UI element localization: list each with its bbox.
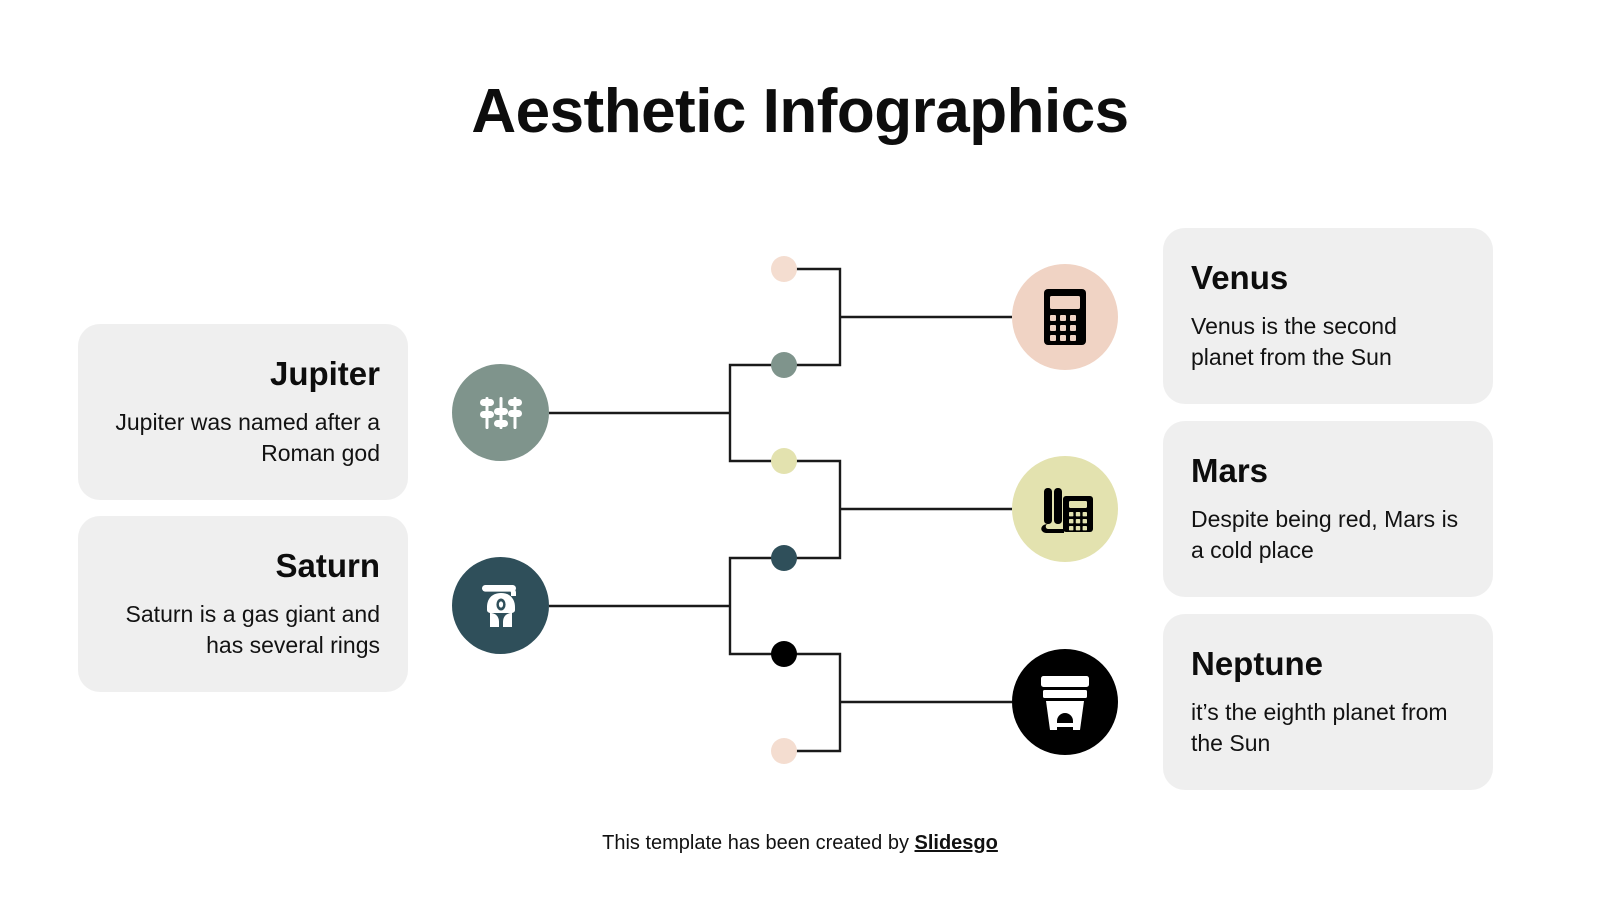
footer-text: This template has been created by xyxy=(602,832,915,854)
desk-phone-icon xyxy=(1035,480,1095,538)
card-body-neptune: it’s the eighth planet from the Sun xyxy=(1191,699,1448,756)
card-venus[interactable]: Venus Venus is the second planet from th… xyxy=(1163,228,1493,404)
card-title-mars: Mars xyxy=(1191,452,1269,490)
icon-circle-saturn[interactable] xyxy=(452,557,549,654)
icon-circle-venus[interactable] xyxy=(1012,264,1118,370)
coffee-machine-icon xyxy=(1037,673,1093,731)
card-title-venus: Venus xyxy=(1191,259,1289,297)
slidesgo-link[interactable]: Slidesgo xyxy=(914,832,998,854)
card-mars[interactable]: Mars Despite being red, Mars is a cold p… xyxy=(1163,421,1493,597)
card-title-saturn: Saturn xyxy=(275,547,380,585)
connector-dot-deep-teal xyxy=(771,545,797,571)
card-neptune[interactable]: Neptune it’s the eighth planet from the … xyxy=(1163,614,1493,790)
icon-circle-mars[interactable] xyxy=(1012,456,1118,562)
equalizer-sliders-icon xyxy=(475,387,527,439)
card-body-saturn: Saturn is a gas giant and has several ri… xyxy=(125,601,380,658)
calculator-icon xyxy=(1039,287,1091,347)
scooter-icon xyxy=(474,579,528,633)
card-saturn[interactable]: Saturn Saturn is a gas giant and has sev… xyxy=(78,516,408,692)
card-body-venus: Venus is the second planet from the Sun xyxy=(1191,313,1397,370)
icon-circle-jupiter[interactable] xyxy=(452,364,549,461)
connector-dot-blush-bottom xyxy=(771,738,797,764)
connector-dot-sage xyxy=(771,352,797,378)
connector-dot-black xyxy=(771,641,797,667)
footer: This template has been created by Slides… xyxy=(0,832,1600,855)
card-title-neptune: Neptune xyxy=(1191,645,1323,683)
connector-dot-blush-top xyxy=(771,256,797,282)
connector-dot-khaki xyxy=(771,448,797,474)
page-title: Aesthetic Infographics xyxy=(471,77,1129,146)
card-jupiter[interactable]: Jupiter Jupiter was named after a Roman … xyxy=(78,324,408,500)
icon-circle-neptune[interactable] xyxy=(1012,649,1118,755)
card-title-jupiter: Jupiter xyxy=(269,355,380,393)
card-body-mars: Despite being red, Mars is a cold place xyxy=(1191,506,1459,563)
card-body-jupiter: Jupiter was named after a Roman god xyxy=(115,409,380,466)
